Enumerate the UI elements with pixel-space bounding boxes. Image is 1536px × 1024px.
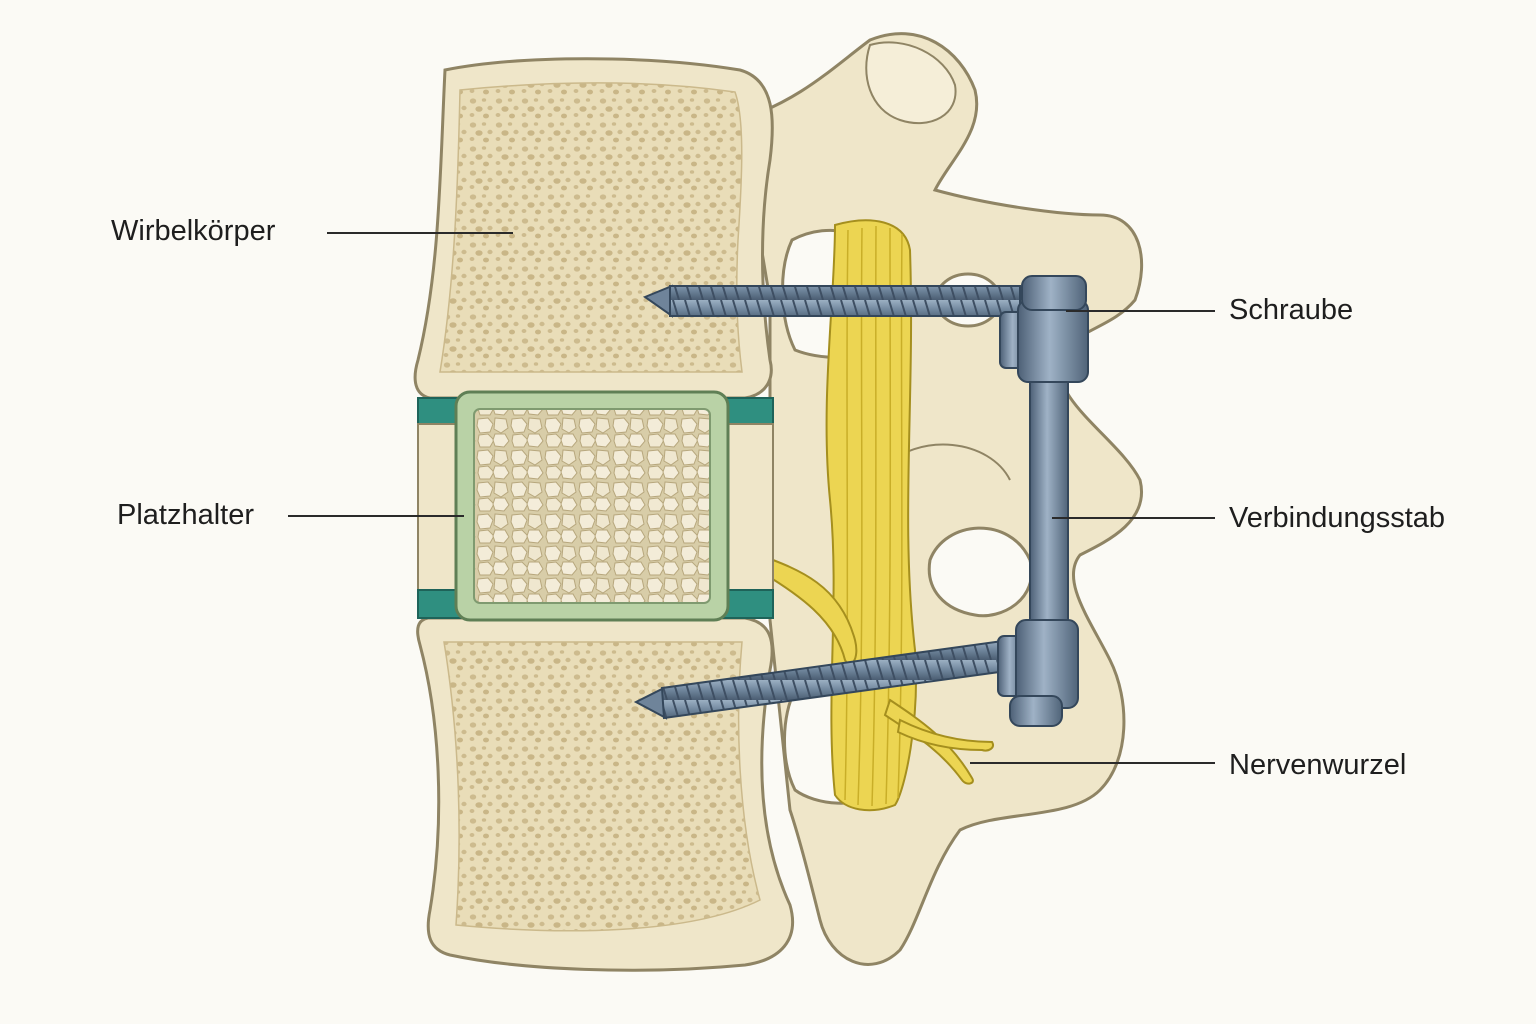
lower-vertebral-body: [416, 616, 795, 972]
spacer-cage: [454, 390, 730, 622]
label-vertebral-body: Wirbelkörper: [111, 215, 276, 247]
leader-lines: [288, 232, 1215, 764]
label-nerve-root: Nervenwurzel: [1229, 749, 1407, 781]
label-screw: Schraube: [1229, 294, 1354, 326]
posterior-vertebral-elements: [738, 32, 1144, 966]
upper-pedicle-screw: [642, 284, 1029, 369]
label-connecting-rod: Verbindungsstab: [1229, 502, 1446, 534]
nerve-root: [756, 553, 994, 785]
connecting-rod: [1009, 275, 1089, 727]
lower-pedicle-screw: [633, 635, 1025, 720]
label-spacer: Platzhalter: [117, 499, 255, 531]
upper-vertebral-body: [413, 57, 774, 400]
